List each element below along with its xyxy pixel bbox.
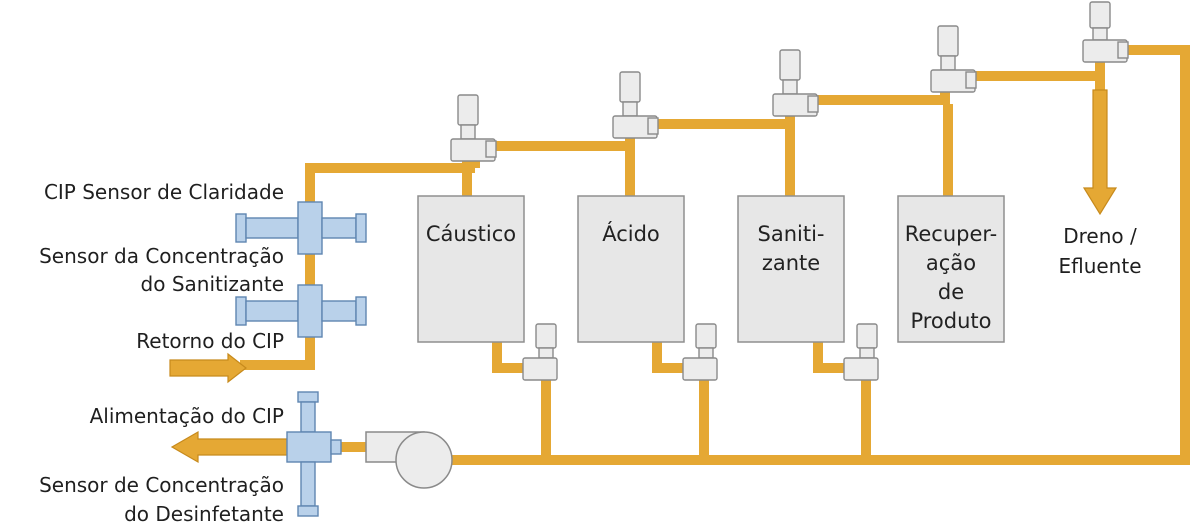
valve-icon [1082, 1, 1129, 63]
drain-arrow-icon [1082, 89, 1118, 216]
valve-icon [612, 71, 659, 139]
tank-recovery-line-3: de [937, 280, 965, 304]
valve-icon [450, 94, 497, 162]
sanitizer-sensor-label-line1: Sensor da Concentração [39, 244, 284, 268]
tank-recovery-label: Recuper- ação de Produto [898, 220, 1004, 336]
tank-recovery-line-4: Produto [910, 309, 992, 333]
clarity-sensor-icon [235, 201, 367, 255]
tank-sanitizer [737, 195, 845, 343]
tank-recovery-line-1: Recuper- [904, 222, 998, 246]
pipes [240, 45, 1190, 465]
tank-recovery [897, 195, 1005, 343]
tank-caustic-line: Cáustico [425, 222, 517, 246]
tank-acid-label: Ácido [578, 220, 684, 249]
disinfectant-sensor-icon [286, 391, 342, 517]
return-pipe [240, 163, 475, 370]
tank-acid [577, 195, 685, 343]
tank-sanitizer-line-1: Saniti- [757, 222, 825, 246]
valve-icon [930, 25, 977, 93]
bottom-valves [522, 323, 879, 381]
tank-caustic [417, 195, 525, 343]
return-arrow-icon [169, 352, 247, 384]
disinfectant-sensor-label-line1: Sensor de Concentração [39, 473, 284, 497]
outlet-acid [652, 342, 709, 460]
tank-acid-line: Ácido [602, 222, 660, 246]
header-pipe [440, 45, 1190, 465]
outlet-sanitizer [813, 342, 871, 460]
tanks [417, 195, 1005, 343]
sanitizer-sensor-icon [235, 284, 367, 338]
top-valves [450, 1, 1129, 162]
drain-label-line2: Efluente [1058, 254, 1142, 278]
cip-return-label: Retorno do CIP [136, 329, 284, 353]
tank-sanitizer-label: Saniti- zante [738, 220, 844, 278]
clarity-sensor-label: CIP Sensor de Claridade [43, 180, 284, 204]
pump-icon [365, 431, 453, 489]
valve-icon [772, 49, 819, 117]
cip-supply-label: Alimentação do CIP [89, 404, 284, 428]
sanitizer-sensor-label-line2: do Sanitizante [140, 272, 284, 296]
valve-icon [522, 323, 558, 381]
sensors [235, 201, 367, 517]
drain-label-line1: Dreno / [1063, 224, 1137, 248]
valve-icon [682, 323, 718, 381]
arrows [169, 89, 1118, 464]
valve-icon [843, 323, 879, 381]
tank-caustic-label: Cáustico [418, 220, 524, 249]
tank-sanitizer-line-2: zante [761, 251, 821, 275]
tank-recovery-line-2: ação [925, 251, 977, 275]
supply-arrow-icon [170, 430, 289, 464]
disinfectant-sensor-label-line2: do Desinfetante [124, 502, 284, 526]
outlet-caustic [492, 342, 551, 460]
